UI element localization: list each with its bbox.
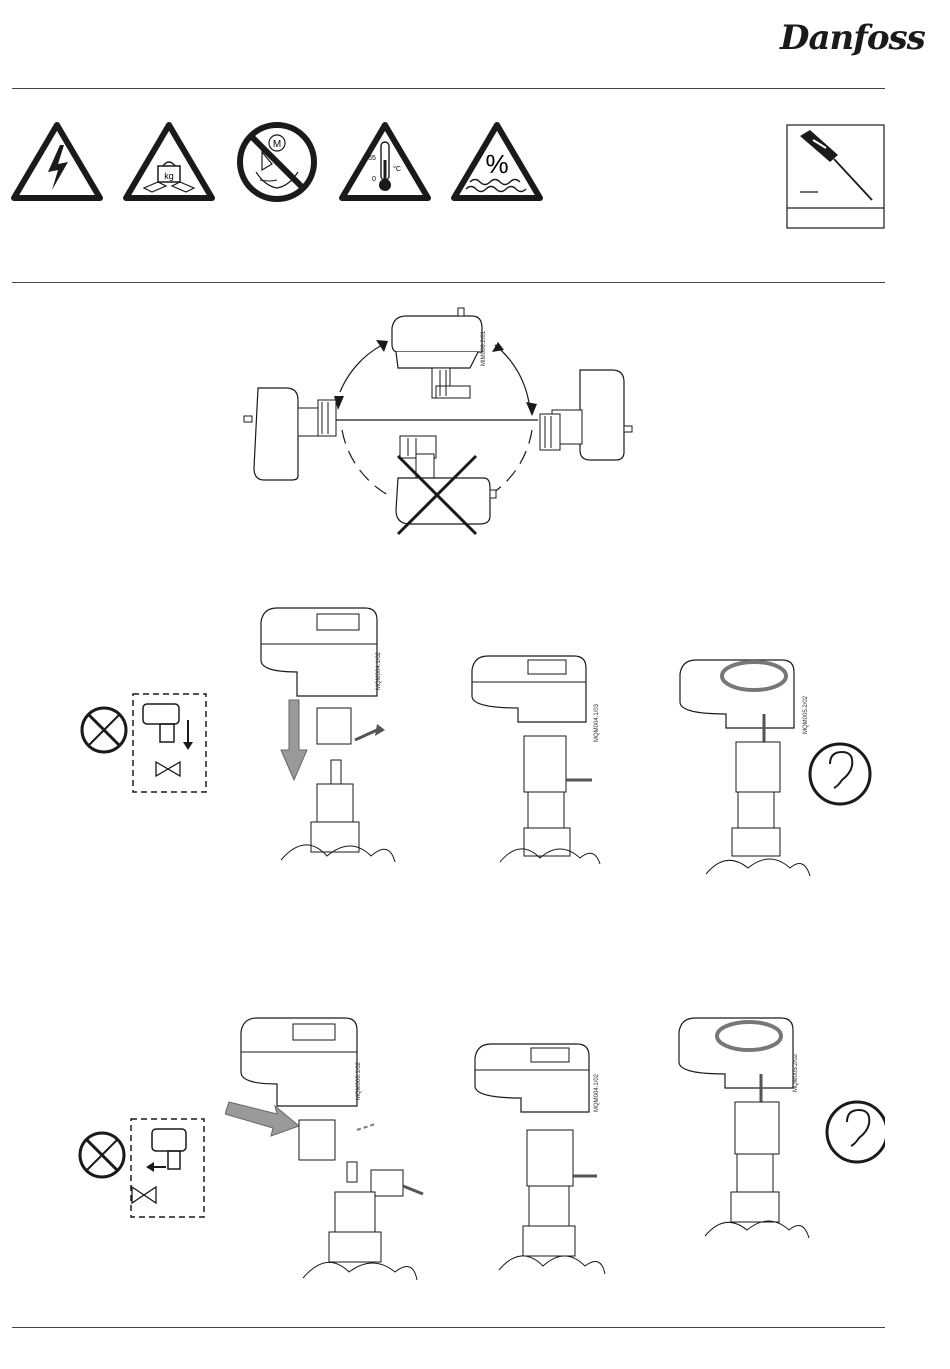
step1-symbol-panel xyxy=(70,690,220,800)
listen-icon xyxy=(810,744,870,804)
divider-bottom xyxy=(12,1327,885,1328)
figure-code-step2-a: MQM006.1/02 xyxy=(356,1062,362,1100)
no-tools-icon xyxy=(82,708,126,752)
thermometer-low-text: 0 xyxy=(372,176,376,183)
brand-logo: Danfoss xyxy=(780,18,925,58)
step1-figure-a xyxy=(261,608,395,862)
step2-symbol-panel xyxy=(70,1115,220,1225)
figure-code-step2-b: MQM004.1/02 xyxy=(594,1074,600,1112)
step1-installation-figures xyxy=(245,600,885,890)
high-voltage-warning-icon xyxy=(14,125,100,198)
step2-figure-a xyxy=(225,1018,423,1280)
figure-code-step1-a: MQM004.1/02 xyxy=(376,652,382,690)
humidity-warning-icon: % xyxy=(454,125,540,198)
step1-figure-b xyxy=(472,656,600,864)
no-tools-icon xyxy=(80,1133,124,1177)
warning-symbols-row: kg M 55 0 °C % xyxy=(0,110,950,240)
step2-figure-c xyxy=(679,1018,885,1238)
humidity-symbol-text: % xyxy=(485,149,508,179)
divider-middle xyxy=(12,282,885,283)
figure-code-step2-c: MQM005.2/02 xyxy=(793,1054,799,1092)
thermometer-high-text: 55 xyxy=(368,155,376,162)
figure-code-orientation: MIM006.2/01 xyxy=(481,331,487,366)
mounting-orientation-diagram xyxy=(220,300,660,540)
temperature-warning-icon: 55 0 °C xyxy=(342,125,428,198)
step2-installation-figures xyxy=(225,1010,885,1310)
motor-symbol-text: M xyxy=(273,139,281,150)
figure-code-step1-c: MQM005.2/02 xyxy=(803,696,809,734)
listen-icon xyxy=(827,1102,885,1162)
thermometer-unit-text: °C xyxy=(393,165,401,173)
weight-warning-icon: kg xyxy=(126,125,212,198)
no-manual-operation-icon: M xyxy=(240,125,314,199)
figure-code-step1-b: MQM004.1/03 xyxy=(594,704,600,742)
step2-figure-b xyxy=(475,1044,605,1274)
step1-figure-c xyxy=(680,660,870,876)
screwdriver-icon xyxy=(787,125,884,228)
weight-symbol-text: kg xyxy=(164,171,174,181)
divider-top xyxy=(12,88,885,89)
